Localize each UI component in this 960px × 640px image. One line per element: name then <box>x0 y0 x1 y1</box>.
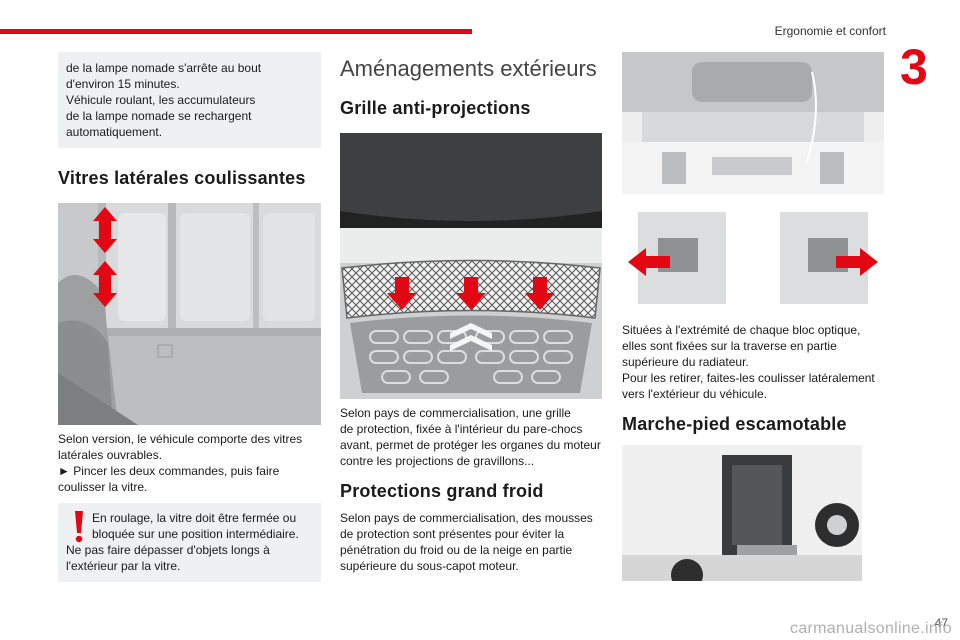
sliding-window-illustration <box>58 203 321 425</box>
grille-illustration <box>340 133 602 399</box>
body-line: Pour les retirer, faites-les coulisser l… <box>622 371 875 385</box>
heading-cold-protection: Protections grand froid <box>340 481 544 501</box>
info-line: de la lampe nomade se rechargent <box>66 109 252 123</box>
info-line: automatiquement. <box>66 125 163 139</box>
page-number: 47 <box>934 616 948 630</box>
foam-protection-illustration <box>622 212 884 304</box>
body-line: Situées à l'extrémité de chaque bloc opt… <box>622 323 861 337</box>
body-line: vers l'extérieur du véhicule. <box>622 387 768 401</box>
grille-text: Selon pays de commercialisation, une gri… <box>340 405 604 469</box>
warning-line: Ne pas faire dépasser d'objets longs à <box>66 543 270 557</box>
heading-sliding-windows: Vitres latérales coulissantes <box>58 168 306 188</box>
warning-box: En roulage, la vitre doit être fermée ou… <box>58 503 321 582</box>
info-line: Véhicule roulant, les accumulateurs <box>66 93 256 107</box>
heading-grille: Grille anti-projections <box>340 98 531 118</box>
body-line: Selon pays de commercialisation, des mou… <box>340 511 593 525</box>
body-line: de protection, fixée à l'intérieur du pa… <box>340 422 583 436</box>
body-line: elles sont fixées sur la traverse en par… <box>622 339 837 353</box>
info-line: d'environ 15 minutes. <box>66 77 180 91</box>
column-right: Situées à l'extrémité de chaque bloc opt… <box>622 52 884 581</box>
body-line: coulisser la vitre. <box>58 480 148 494</box>
chapter-number: 3 <box>900 39 928 95</box>
header-title: Ergonomie et confort <box>774 24 886 38</box>
warning-line: En roulage, la vitre doit être fermée ou <box>92 511 297 525</box>
body-line: Selon version, le véhicule comporte des … <box>58 432 303 446</box>
warning-line: l'extérieur par la vitre. <box>66 559 181 573</box>
body-line: Selon pays de commercialisation, une gri… <box>340 406 571 420</box>
body-line: pénétration du froid ou de la neige en p… <box>340 543 573 557</box>
foam-text: Situées à l'extrémité de chaque bloc opt… <box>622 322 884 402</box>
column-middle: Aménagements extérieurs Grille anti-proj… <box>340 52 604 574</box>
body-line: de protection sont présentes pour éviter… <box>340 527 565 541</box>
body-line: latérales ouvrables. <box>58 448 163 462</box>
column-left: de la lampe nomade s'arrête au bout d'en… <box>58 52 321 582</box>
body-line: contre les projections de gravillons... <box>340 454 535 468</box>
warning-exclamation-icon <box>72 511 86 543</box>
body-line: ► Pincer les deux commandes, puis faire <box>58 464 280 478</box>
header-accent-bar <box>0 29 472 34</box>
warning-line: bloquée sur une position intermédiaire. <box>92 527 299 541</box>
body-line: avant, permet de protéger les organes du… <box>340 438 601 452</box>
watermark: carmanualsonline.info <box>790 620 952 637</box>
info-box: de la lampe nomade s'arrête au bout d'en… <box>58 52 321 148</box>
info-line: de la lampe nomade s'arrête au bout <box>66 61 262 75</box>
cold-protection-text: Selon pays de commercialisation, des mou… <box>340 510 604 574</box>
engine-bay-illustration <box>622 52 884 194</box>
retractable-step-illustration <box>622 445 862 581</box>
section-title: Aménagements extérieurs <box>340 56 597 81</box>
sliding-windows-text: Selon version, le véhicule comporte des … <box>58 431 321 495</box>
body-line: supérieure du radiateur. <box>622 355 749 369</box>
heading-retractable-step: Marche-pied escamotable <box>622 414 847 434</box>
body-line: supérieure du sous-capot moteur. <box>340 559 519 573</box>
